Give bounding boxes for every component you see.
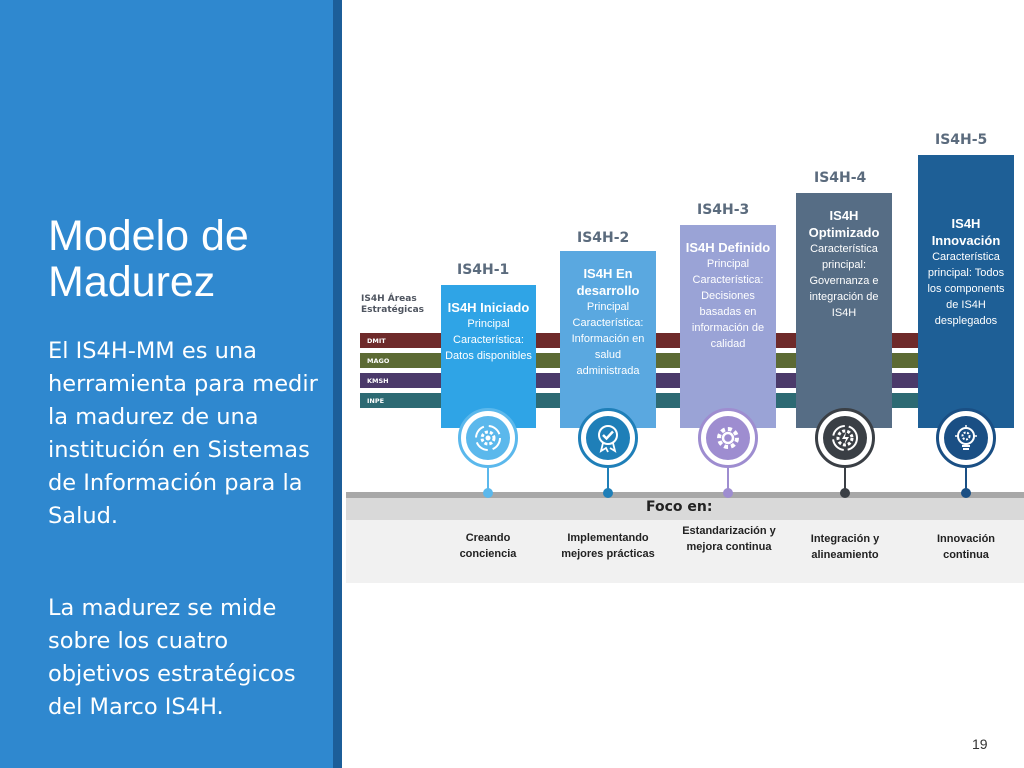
level-box-desc-1: Principal Característica: Datos disponib…	[445, 318, 532, 362]
level-dot-3	[723, 488, 733, 498]
areas-title-line1: IS4H Áreas	[361, 294, 417, 304]
areas-title: IS4H Áreas Estratégicas	[361, 294, 441, 316]
level-box-4: IS4H Optimizado Característica principal…	[796, 193, 892, 428]
foco-band	[346, 498, 1024, 520]
level-code-3: IS4H-3	[697, 202, 750, 218]
level-box-title-1: IS4H Iniciado	[447, 300, 530, 315]
level-box-desc-3: Principal Característica: Decisiones bas…	[691, 258, 765, 350]
area-label-inpe: INPE	[367, 397, 385, 405]
gear-cycle-icon	[466, 416, 510, 460]
lightbulb-icon	[944, 416, 988, 460]
level-stem-1	[487, 468, 489, 492]
level-code-2: IS4H-2	[577, 230, 630, 246]
level-box-3: IS4H Definido Principal Característica: …	[680, 225, 776, 428]
description-paragraph-2: La madurez se mide sobre los cuatro obje…	[48, 595, 296, 720]
level-dot-2	[603, 488, 613, 498]
level-dot-5	[961, 488, 971, 498]
level-stem-3	[727, 468, 729, 492]
focus-item-4: Integración y alineamiento	[810, 533, 880, 561]
level-box-title-5: IS4H Innovación	[931, 216, 1001, 248]
area-label-kmsh: KMSH	[367, 377, 389, 385]
level-box-desc-4: Característica principal: Governanza e i…	[809, 243, 879, 319]
level-box-2: IS4H En desarrollo Principal Característ…	[560, 251, 656, 428]
slide-title-line2: Madurez	[48, 258, 216, 306]
level-box-desc-2: Principal Característica: Información en…	[571, 301, 645, 377]
level-box-desc-5: Característica principal: Todos los comp…	[927, 251, 1005, 327]
description-paragraph-1: El IS4H-MM es una herramienta para medir…	[48, 338, 318, 529]
left-panel-edge	[333, 0, 342, 768]
level-dot-1	[483, 488, 493, 498]
area-label-mago: MAGO	[367, 357, 390, 365]
focus-item-1: Creando conciencia	[459, 532, 517, 560]
level-dot-4	[840, 488, 850, 498]
level-stem-5	[965, 468, 967, 492]
lightning-cycle-icon	[823, 416, 867, 460]
area-label-dmit: DMIT	[367, 337, 386, 345]
level-icon-circle-1	[458, 408, 518, 468]
level-code-1: IS4H-1	[457, 262, 510, 278]
page-number: 19	[972, 736, 988, 752]
level-icon-circle-2	[578, 408, 638, 468]
level-icon-circle-5	[936, 408, 996, 468]
level-stem-4	[844, 468, 846, 492]
focus-item-2: Implementando mejores prácticas	[561, 532, 655, 560]
gear-icon	[706, 416, 750, 460]
foco-label: Foco en:	[646, 499, 713, 515]
areas-title-line2: Estratégicas	[361, 305, 425, 315]
level-stem-2	[607, 468, 609, 492]
slide-title-line1: Modelo de	[48, 212, 249, 260]
focus-area	[346, 520, 1024, 583]
level-box-5: IS4H Innovación Característica principal…	[918, 155, 1014, 428]
focus-item-3: Estandarización y mejora continua	[682, 525, 776, 553]
level-icon-circle-3	[698, 408, 758, 468]
level-box-title-2: IS4H En desarrollo	[576, 266, 640, 298]
level-box-title-3: IS4H Definido	[685, 240, 771, 255]
focus-item-5: Innovación continua	[936, 533, 996, 561]
left-panel	[0, 0, 333, 768]
level-code-4: IS4H-4	[814, 170, 867, 186]
level-code-5: IS4H-5	[935, 132, 988, 148]
level-box-1: IS4H Iniciado Principal Característica: …	[441, 285, 536, 428]
level-icon-circle-4	[815, 408, 875, 468]
level-box-title-4: IS4H Optimizado	[808, 208, 880, 240]
badge-check-icon	[586, 416, 630, 460]
timeline-bar	[346, 492, 1024, 498]
slide-title: Modelo de Madurez	[48, 213, 328, 305]
